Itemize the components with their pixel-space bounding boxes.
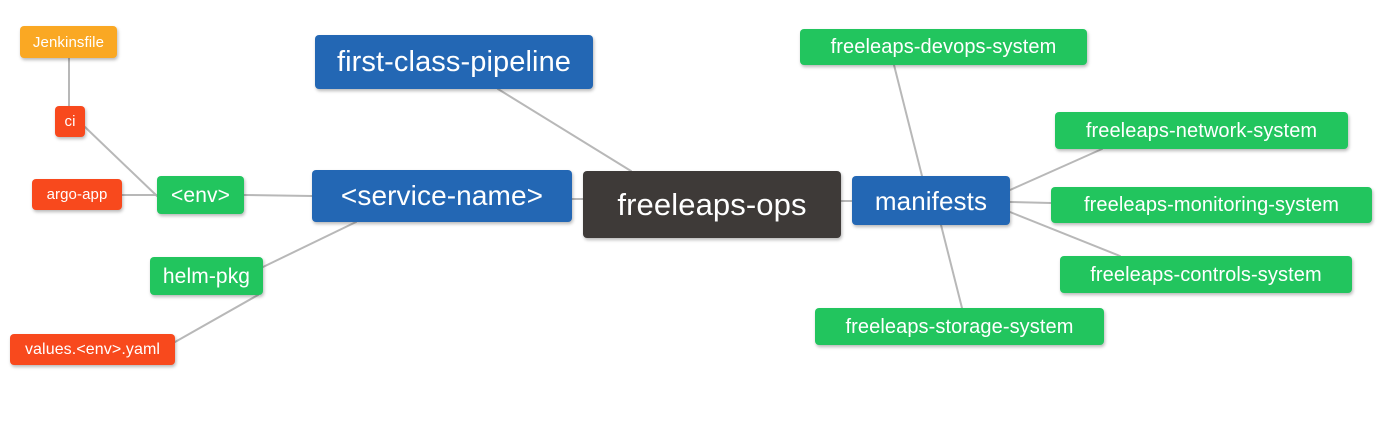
mindmap-node-service-name[interactable]: <service-name> [312,170,572,222]
mindmap-node-env[interactable]: <env> [157,176,244,214]
mindmap-node-manifests[interactable]: manifests [852,176,1010,225]
mindmap-node-argo-app[interactable]: argo-app [32,179,122,210]
mindmap-node-ci[interactable]: ci [55,106,85,137]
mindmap-node-freeleaps-controls-system[interactable]: freeleaps-controls-system [1060,256,1352,293]
edge-manifests-to-freeleaps-devops-system [893,64,923,177]
mindmap-node-freeleaps-ops[interactable]: freeleaps-ops [583,171,841,238]
edge-manifests-to-freeleaps-storage-system [940,224,963,309]
edge-helm-pkg-to-service-name [262,221,357,268]
mindmap-node-freeleaps-monitoring-system[interactable]: freeleaps-monitoring-system [1051,187,1372,223]
mindmap-node-freeleaps-devops-system[interactable]: freeleaps-devops-system [800,29,1087,65]
mindmap-node-values-env-yaml[interactable]: values.<env>.yaml [10,334,175,365]
mindmap-node-helm-pkg[interactable]: helm-pkg [150,257,263,295]
edge-env-to-service-name [243,194,313,197]
mindmap-node-freeleaps-storage-system[interactable]: freeleaps-storage-system [815,308,1104,345]
mindmap-node-jenkinsfile[interactable]: Jenkinsfile [20,26,117,58]
edge-values-env-yaml-to-helm-pkg [174,294,259,343]
edge-manifests-to-freeleaps-monitoring-system [1009,201,1052,204]
mindmap-node-freeleaps-network-system[interactable]: freeleaps-network-system [1055,112,1348,149]
edge-manifests-to-freeleaps-network-system [1009,148,1103,191]
mindmap-node-first-class-pipeline[interactable]: first-class-pipeline [315,35,593,89]
edge-first-class-pipeline-to-freeleaps-ops [497,88,632,172]
